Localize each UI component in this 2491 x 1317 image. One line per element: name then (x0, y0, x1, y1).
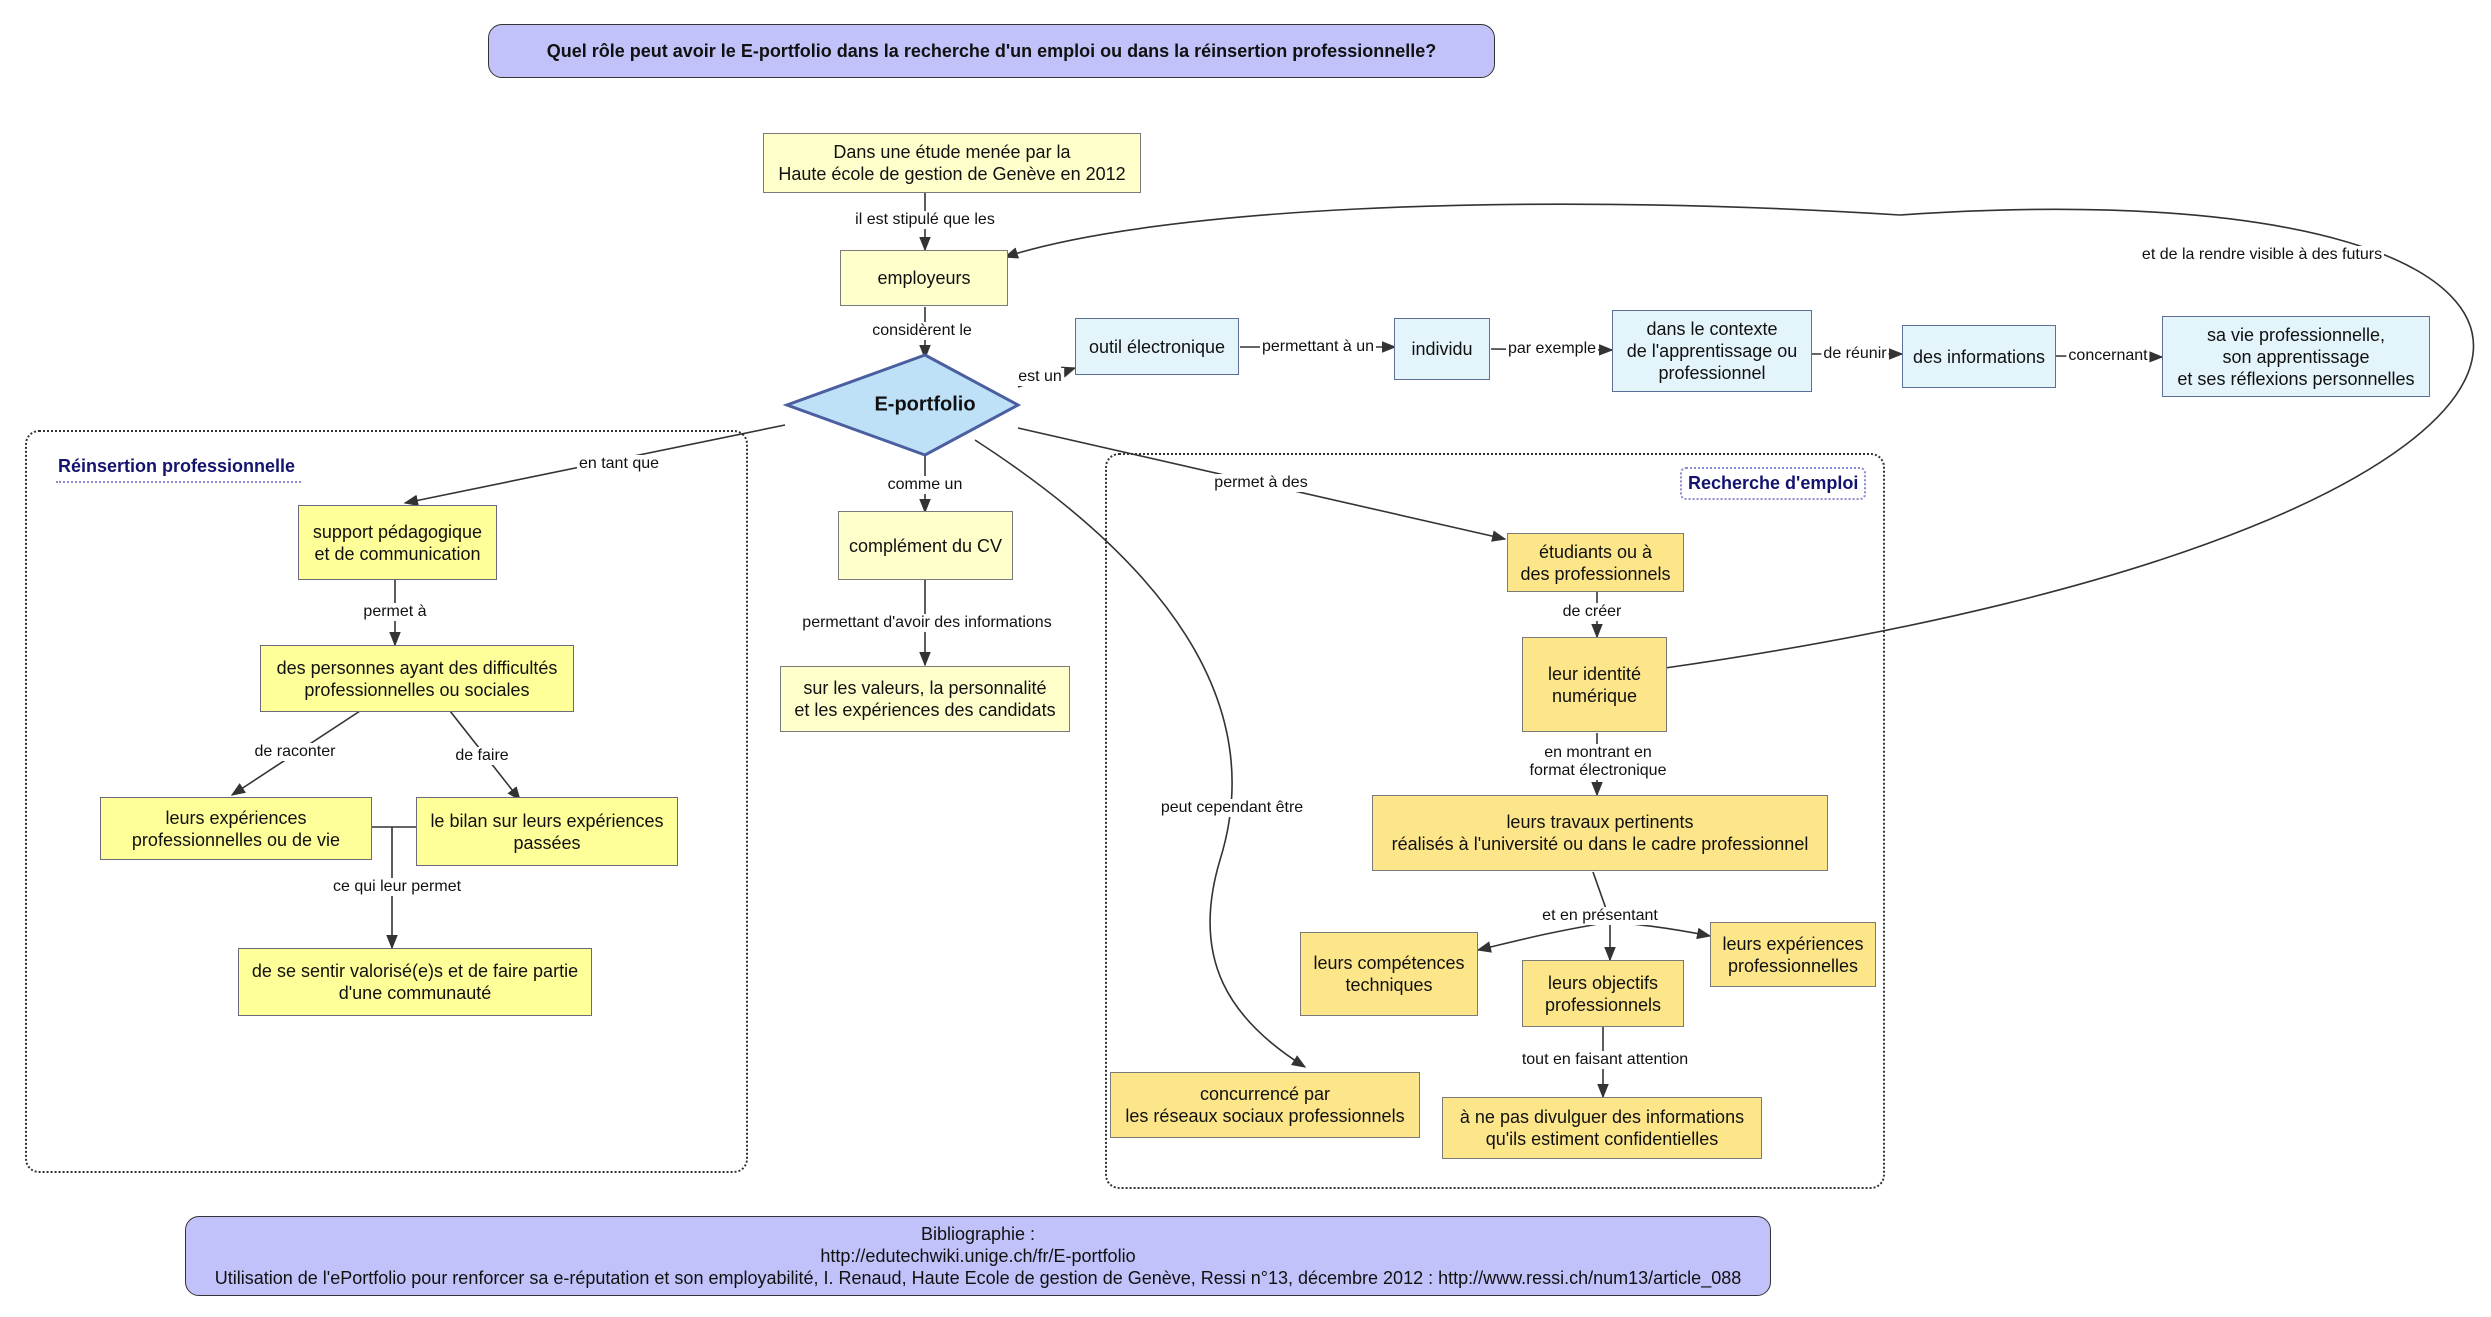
edge-label-rendre-visible: et de la rendre visible à des futurs (2139, 246, 2385, 264)
edge-label-de-faire: de faire (453, 747, 511, 765)
edge-label-en-tant-que: en tant que (576, 455, 662, 473)
edge-label-comme-un: comme un (885, 476, 965, 494)
edge-label-peut-cependant-etre: peut cependant être (1158, 799, 1306, 817)
edge-label-considerent: considèrent le (870, 322, 974, 340)
edge-label-par-exemple: par exemple (1505, 340, 1599, 358)
group-recherche-emploi (1105, 453, 1885, 1189)
node-contexte: dans le contexte de l'apprentissage ou p… (1612, 310, 1812, 392)
bibliography-box: Bibliographie : http://edutechwiki.unige… (185, 1216, 1771, 1296)
node-etude: Dans une étude menée par la Haute école … (763, 133, 1141, 193)
node-valeurs-candidats: sur les valeurs, la personnalité et les … (780, 666, 1070, 732)
bibliography-reference: Utilisation de l'ePortfolio pour renforc… (214, 1268, 1742, 1288)
node-employeurs: employeurs (840, 250, 1008, 306)
page-title-text: Quel rôle peut avoir le E-portfolio dans… (546, 41, 1437, 61)
edge-label-concernant: concernant (2066, 347, 2150, 365)
node-concurrence: concurrencé par les réseaux sociaux prof… (1110, 1072, 1420, 1138)
node-outil-electronique: outil électronique (1075, 318, 1239, 375)
node-competences-techniques: leurs compétences techniques (1300, 932, 1478, 1016)
edge-label-permettant-a-un: permettant à un (1259, 338, 1377, 356)
node-bilan-experiences: le bilan sur leurs expériences passées (416, 797, 678, 866)
node-individu: individu (1394, 318, 1490, 380)
node-identite-numerique: leur identité numérique (1522, 637, 1667, 732)
edge-label-permet-a-des: permet à des (1212, 474, 1310, 492)
edge-label-de-reunir: de réunir (1821, 345, 1889, 363)
node-travaux-pertinents: leurs travaux pertinents réalisés à l'un… (1372, 795, 1828, 871)
edge-label-permet-a: permet à (361, 603, 429, 621)
edge-label-de-creer: de créer (1560, 603, 1624, 621)
node-objectifs-professionnels: leurs objectifs professionnels (1522, 960, 1684, 1027)
edge-label-tout-en-faisant-attention: tout en faisant attention (1519, 1051, 1691, 1069)
node-etudiants: étudiants ou à des professionnels (1507, 533, 1684, 592)
eportfolio-diamond-shape (782, 353, 1022, 457)
node-eportfolio: E-portfolio (874, 393, 976, 416)
edge-label-permettant-avoir: permettant d'avoir des informations (800, 614, 1054, 632)
page-title: Quel rôle peut avoir le E-portfolio dans… (488, 24, 1495, 78)
node-complement-cv: complément du CV (838, 511, 1013, 580)
edge-label-de-raconter: de raconter (252, 743, 338, 761)
edge-label-stipule: il est stipulé que les (853, 211, 997, 229)
node-ne-pas-divulguer: à ne pas divulguer des informations qu'i… (1442, 1097, 1762, 1159)
node-personnes-difficultes: des personnes ayant des difficultés prof… (260, 645, 574, 712)
group-title-recherche: Recherche d'emploi (1680, 467, 1867, 500)
edge-label-est-un: est un (1016, 368, 1064, 386)
group-reinsertion (25, 430, 748, 1173)
edge-label-ce-qui-leur-permet: ce qui leur permet (330, 878, 464, 896)
group-title-reinsertion: Réinsertion professionnelle (56, 452, 302, 483)
edge-label-et-en-presentant: et en présentant (1540, 907, 1660, 925)
bibliography-title: Bibliographie : (920, 1224, 1036, 1244)
node-experiences-vie: leurs expériences professionnelles ou de… (100, 797, 372, 860)
edge-label-en-montrant: en montrant en format électronique (1527, 744, 1669, 780)
node-se-sentir-valorise: de se sentir valorisé(e)s et de faire pa… (238, 948, 592, 1016)
node-informations: des informations (1902, 325, 2056, 388)
node-vie-professionnelle: sa vie professionnelle, son apprentissag… (2162, 316, 2430, 397)
node-support-pedagogique: support pédagogique et de communication (298, 505, 497, 580)
node-experiences-professionnelles: leurs expériences professionnelles (1710, 922, 1876, 987)
bibliography-link[interactable]: http://edutechwiki.unige.ch/fr/E-portfol… (820, 1246, 1136, 1266)
